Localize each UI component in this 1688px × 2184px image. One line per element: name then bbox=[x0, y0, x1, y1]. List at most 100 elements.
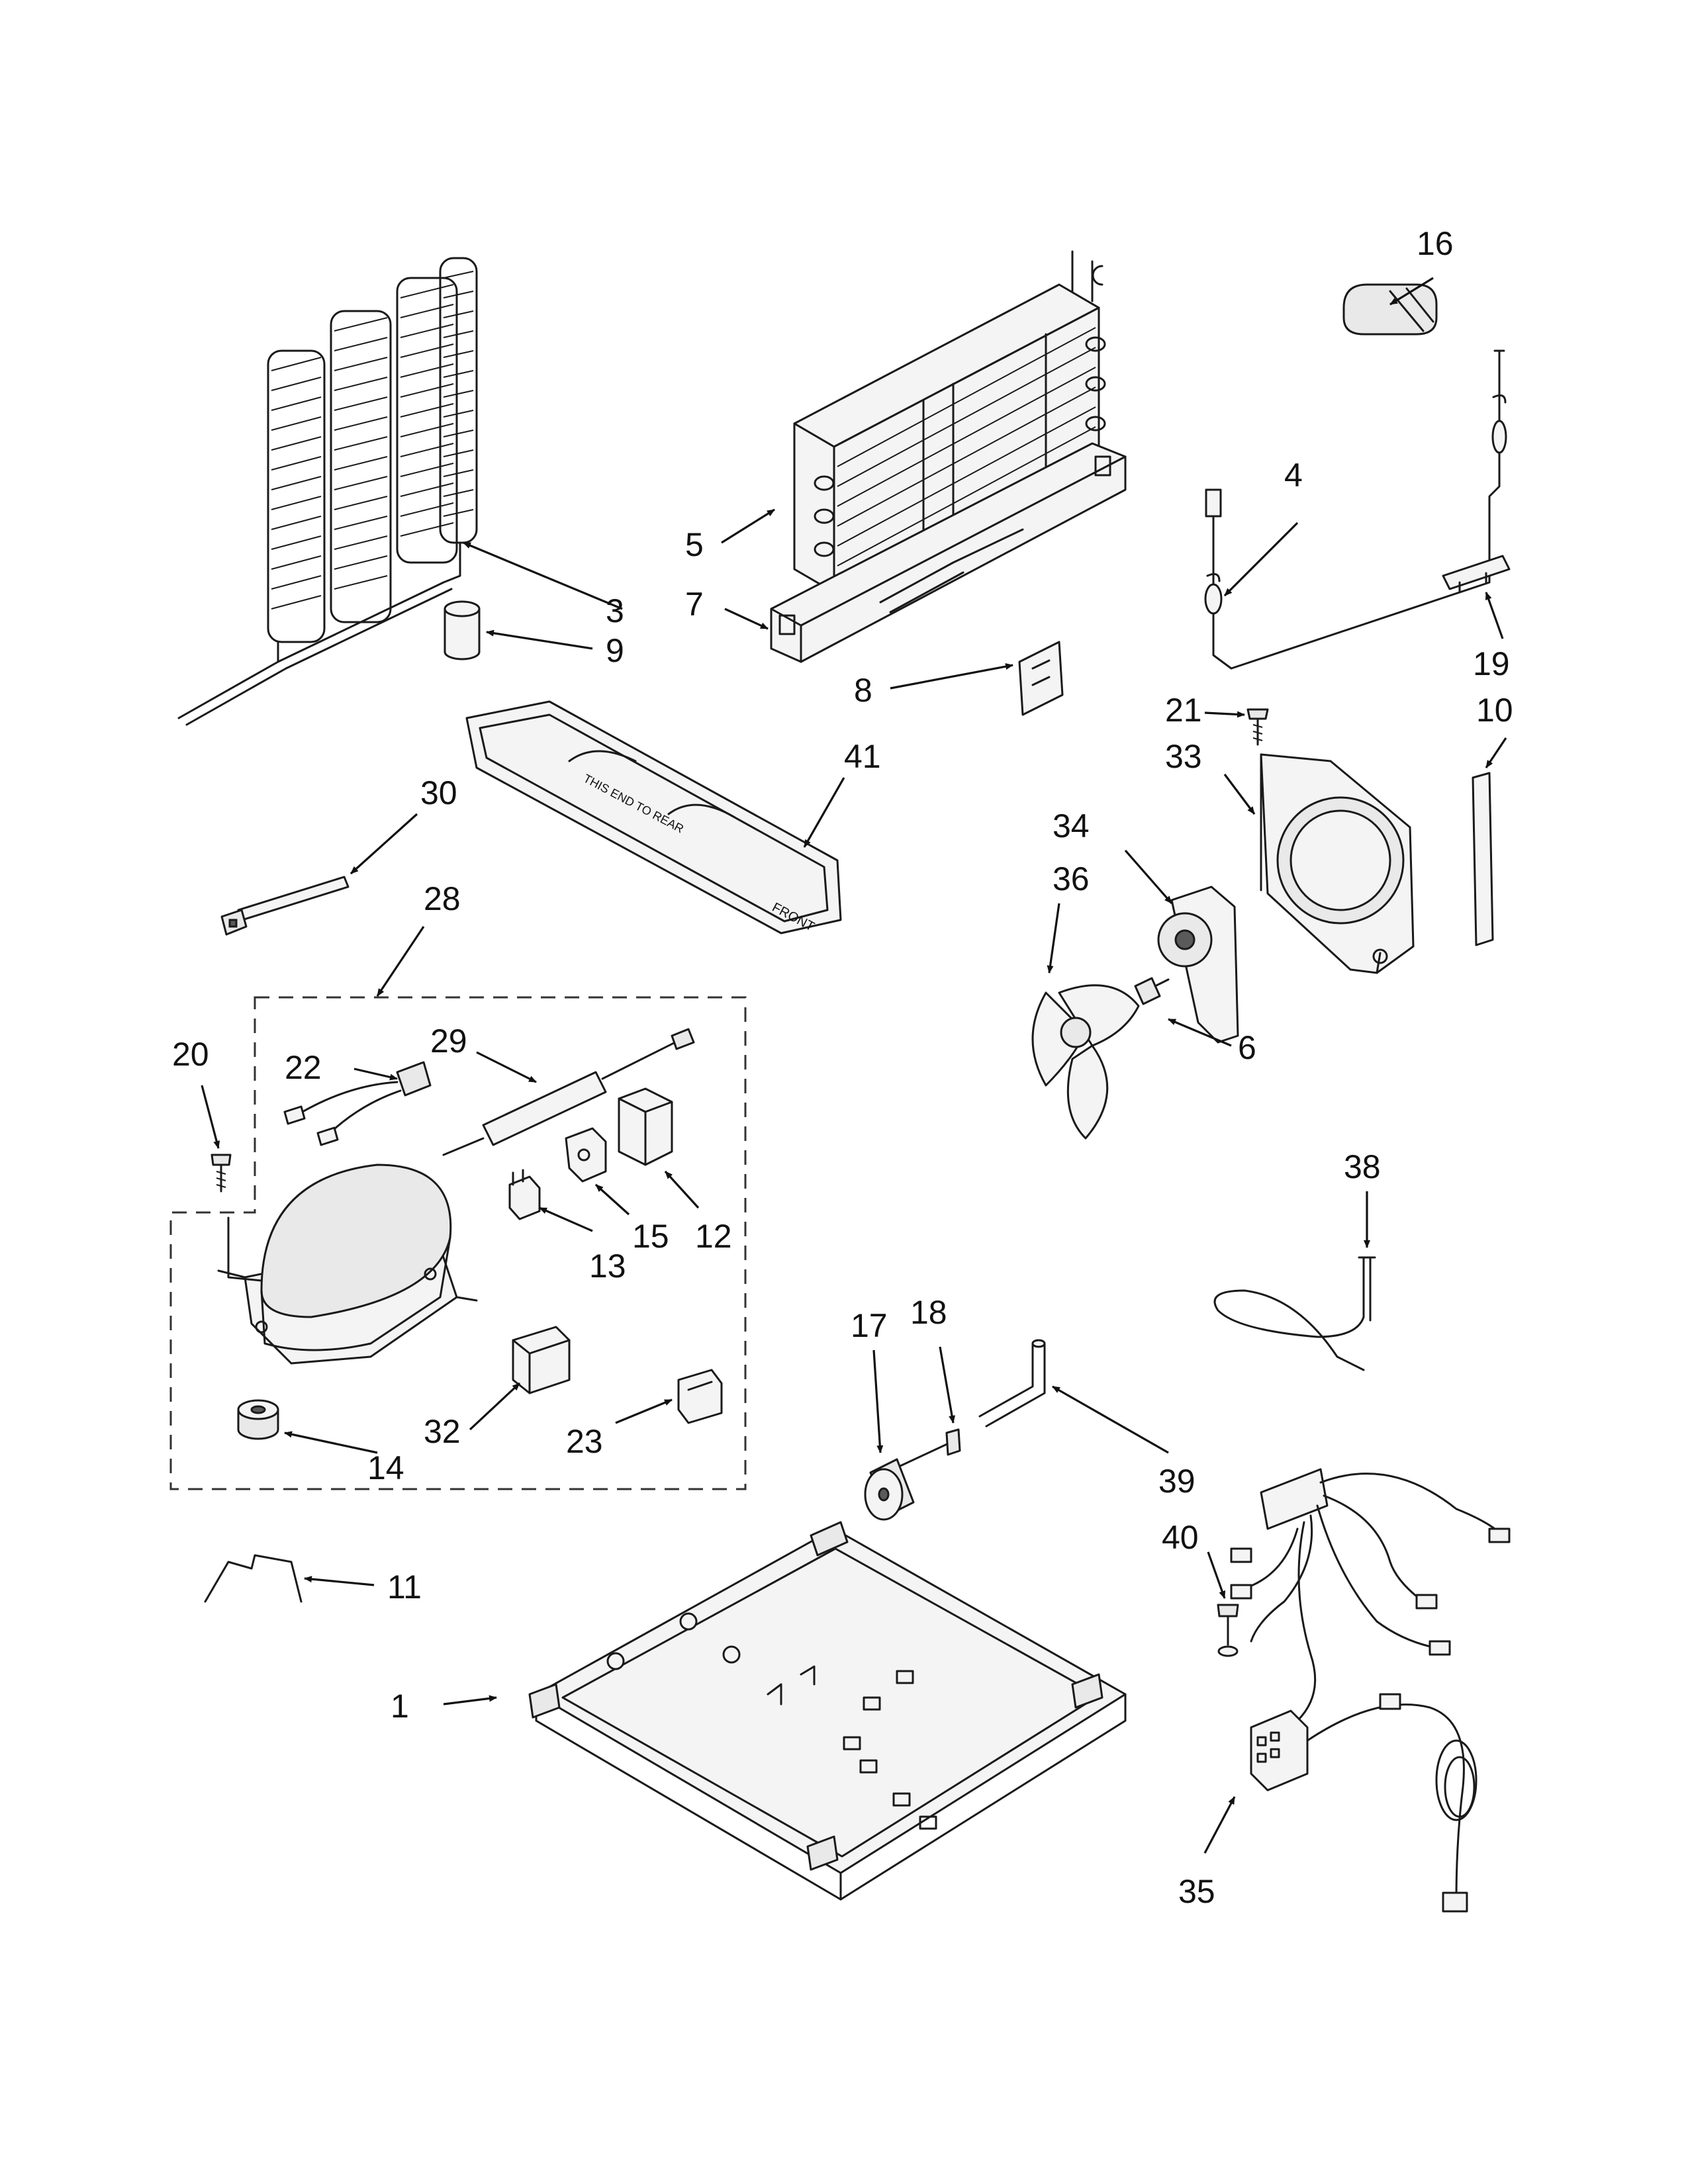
leader-39 bbox=[1052, 1385, 1169, 1454]
motor-coupler bbox=[1134, 977, 1170, 1005]
leader-19 bbox=[1485, 592, 1504, 639]
callout-10: 10 bbox=[1476, 692, 1513, 729]
callout-9: 9 bbox=[606, 632, 624, 669]
leader-40 bbox=[1207, 1551, 1226, 1599]
callout-28: 28 bbox=[424, 880, 461, 917]
callout-41: 41 bbox=[844, 738, 881, 775]
evaporator-bracket bbox=[1018, 641, 1064, 716]
callout-7: 7 bbox=[685, 586, 704, 623]
callout-20: 20 bbox=[172, 1036, 209, 1073]
evaporator bbox=[793, 250, 1106, 594]
wire-clip bbox=[1442, 555, 1511, 594]
leader-8 bbox=[890, 663, 1013, 690]
wheel-axle bbox=[899, 1428, 961, 1467]
leader-16 bbox=[1389, 277, 1434, 306]
callout-22: 22 bbox=[285, 1049, 322, 1086]
fan-blade bbox=[1031, 984, 1140, 1140]
leader-1 bbox=[443, 1695, 497, 1706]
leader-9 bbox=[486, 629, 593, 650]
leader-14 bbox=[284, 1431, 378, 1454]
compressor-kit-boundary bbox=[169, 996, 747, 1490]
callout-35: 35 bbox=[1178, 1873, 1215, 1910]
start-relay-terminal bbox=[508, 1169, 541, 1220]
run-capacitor bbox=[512, 1326, 571, 1394]
dryer-cylinder bbox=[444, 600, 481, 660]
base-frame bbox=[528, 1521, 1127, 1901]
callout-33: 33 bbox=[1165, 738, 1202, 775]
ground-screw bbox=[1217, 1604, 1239, 1657]
compressor-harness bbox=[283, 1061, 432, 1146]
callout-29: 29 bbox=[430, 1023, 467, 1060]
callout-38: 38 bbox=[1344, 1148, 1381, 1185]
callout-19: 19 bbox=[1473, 645, 1510, 682]
roller-wheel bbox=[864, 1458, 915, 1521]
tubing-clip bbox=[204, 1554, 303, 1603]
leader-12 bbox=[664, 1170, 700, 1209]
callout-21: 21 bbox=[1165, 692, 1202, 729]
callout-14: 14 bbox=[367, 1449, 404, 1486]
thermostat-wire bbox=[1204, 349, 1507, 670]
filter-drier bbox=[442, 1028, 695, 1156]
cable-tie bbox=[220, 876, 350, 936]
leader-21 bbox=[1204, 711, 1245, 718]
leader-7 bbox=[724, 608, 769, 630]
callout-40: 40 bbox=[1162, 1519, 1199, 1556]
callout-8: 8 bbox=[854, 672, 872, 709]
leader-33 bbox=[1223, 774, 1256, 815]
leader-41 bbox=[803, 777, 845, 848]
drain-tube bbox=[978, 1339, 1046, 1428]
drain-pan: FRONT THIS END TO REAR bbox=[465, 700, 842, 934]
leader-11 bbox=[304, 1576, 375, 1586]
leader-30 bbox=[350, 813, 418, 875]
leader-32 bbox=[469, 1382, 521, 1431]
callout-numbers: 1 3 4 5 6 7 8 9 10 11 12 13 14 15 16 17 … bbox=[172, 225, 1513, 1910]
callout-16: 16 bbox=[1417, 225, 1454, 262]
compressor-screw bbox=[211, 1154, 232, 1193]
leader-lines bbox=[201, 277, 1507, 1854]
leader-23 bbox=[615, 1398, 673, 1424]
main-wire-harness bbox=[1230, 1468, 1511, 1913]
callout-5: 5 bbox=[685, 526, 704, 563]
wire-connector bbox=[677, 1369, 723, 1424]
leader-34 bbox=[1124, 849, 1173, 905]
callout-13: 13 bbox=[589, 1248, 626, 1285]
callout-1: 1 bbox=[391, 1688, 409, 1725]
callout-3: 3 bbox=[606, 592, 624, 629]
callout-6: 6 bbox=[1238, 1029, 1256, 1066]
leader-36 bbox=[1047, 903, 1060, 974]
callout-15: 15 bbox=[632, 1218, 669, 1255]
callout-32: 32 bbox=[424, 1413, 461, 1450]
callout-30: 30 bbox=[420, 774, 457, 811]
leader-35 bbox=[1203, 1796, 1236, 1854]
leader-20 bbox=[201, 1085, 220, 1149]
fan-motor bbox=[1157, 886, 1239, 1044]
callout-11: 11 bbox=[387, 1569, 422, 1606]
callout-4: 4 bbox=[1284, 457, 1303, 494]
leader-15 bbox=[594, 1183, 630, 1216]
fan-screw bbox=[1246, 708, 1269, 746]
foam-strip bbox=[1472, 772, 1494, 946]
leader-6 bbox=[1168, 1018, 1232, 1047]
water-hose bbox=[1213, 1256, 1376, 1371]
leader-10 bbox=[1485, 737, 1507, 768]
relay-cover bbox=[618, 1087, 673, 1166]
leader-17 bbox=[872, 1349, 884, 1453]
leader-3 bbox=[463, 541, 623, 610]
leader-28 bbox=[376, 926, 425, 997]
thermostat-cover bbox=[1342, 283, 1438, 336]
condenser-coil bbox=[177, 257, 478, 726]
callout-36: 36 bbox=[1053, 860, 1090, 897]
drain-trough bbox=[770, 442, 1127, 663]
leader-29 bbox=[476, 1051, 537, 1083]
callout-17: 17 bbox=[851, 1307, 888, 1344]
leader-5 bbox=[721, 508, 775, 544]
leader-4 bbox=[1223, 522, 1299, 597]
leader-18 bbox=[939, 1346, 956, 1424]
callout-23: 23 bbox=[566, 1423, 603, 1460]
callout-12: 12 bbox=[695, 1218, 732, 1255]
callout-18: 18 bbox=[910, 1294, 947, 1331]
overload-protector bbox=[565, 1127, 607, 1183]
grommet bbox=[237, 1399, 279, 1440]
compressor bbox=[217, 1163, 478, 1365]
